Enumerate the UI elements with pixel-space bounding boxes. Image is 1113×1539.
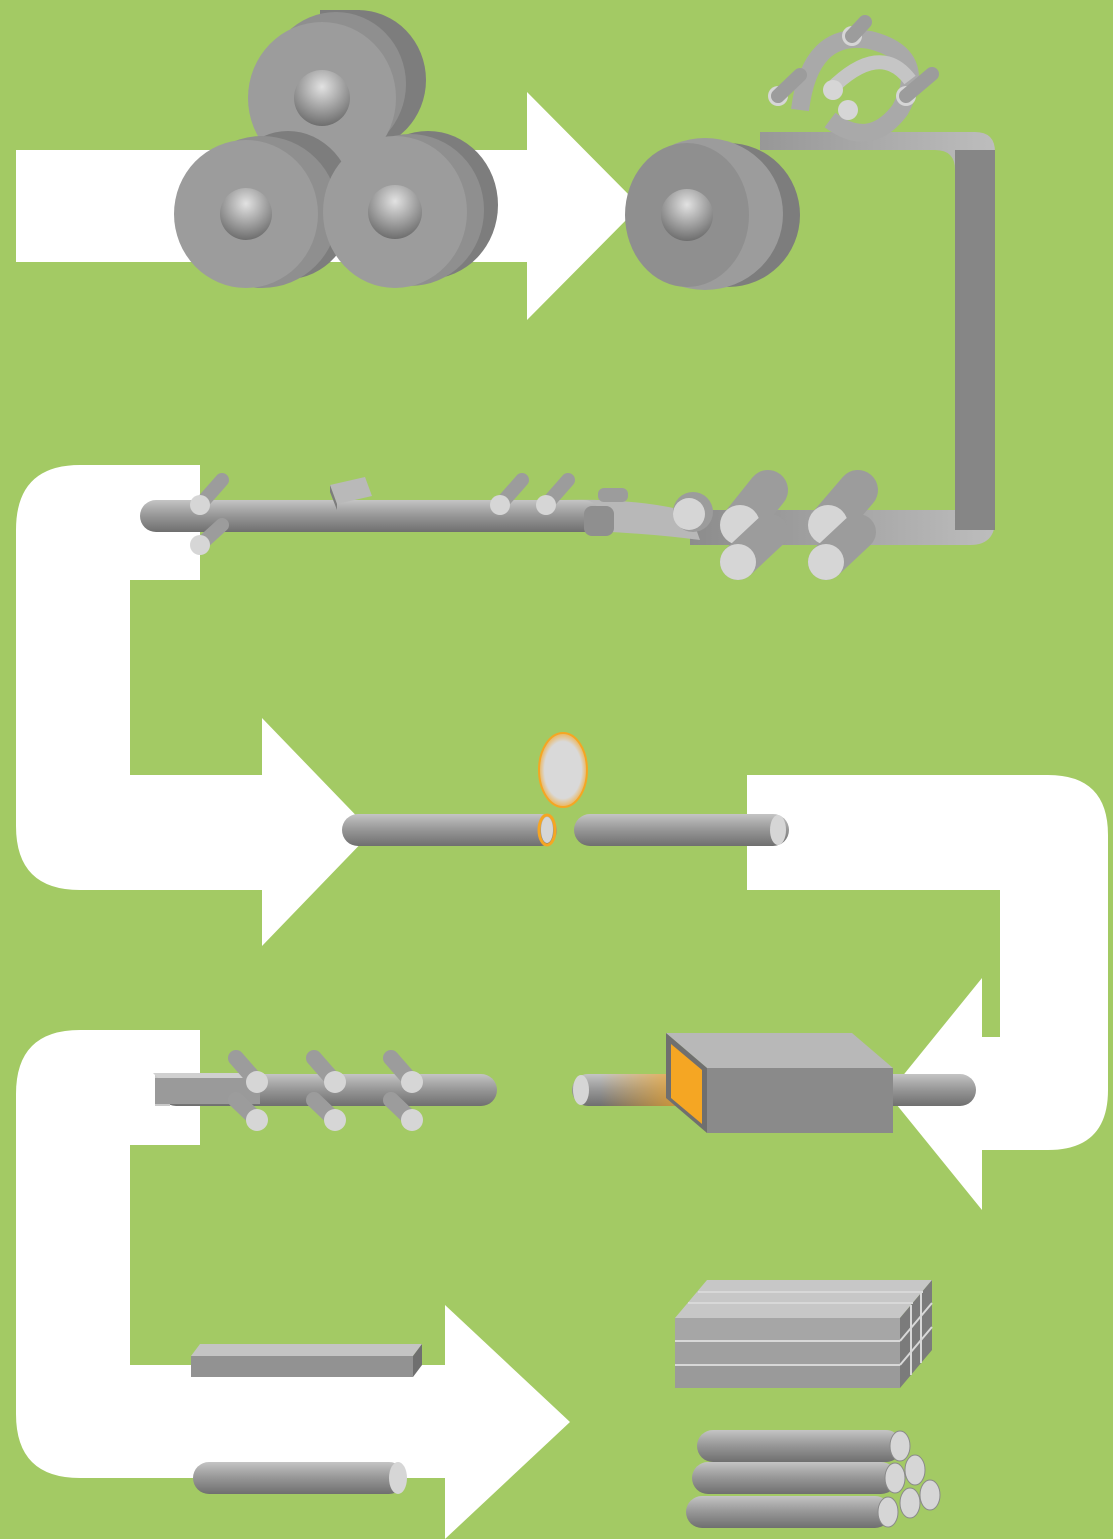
rectangular-tube-bundle: [675, 1280, 932, 1388]
round-tube: [193, 1462, 405, 1494]
tube-segment-left: [342, 814, 557, 846]
rectangular-section: [191, 1356, 413, 1377]
weld-flame: [539, 733, 587, 807]
tube-segment-right: [574, 814, 789, 846]
